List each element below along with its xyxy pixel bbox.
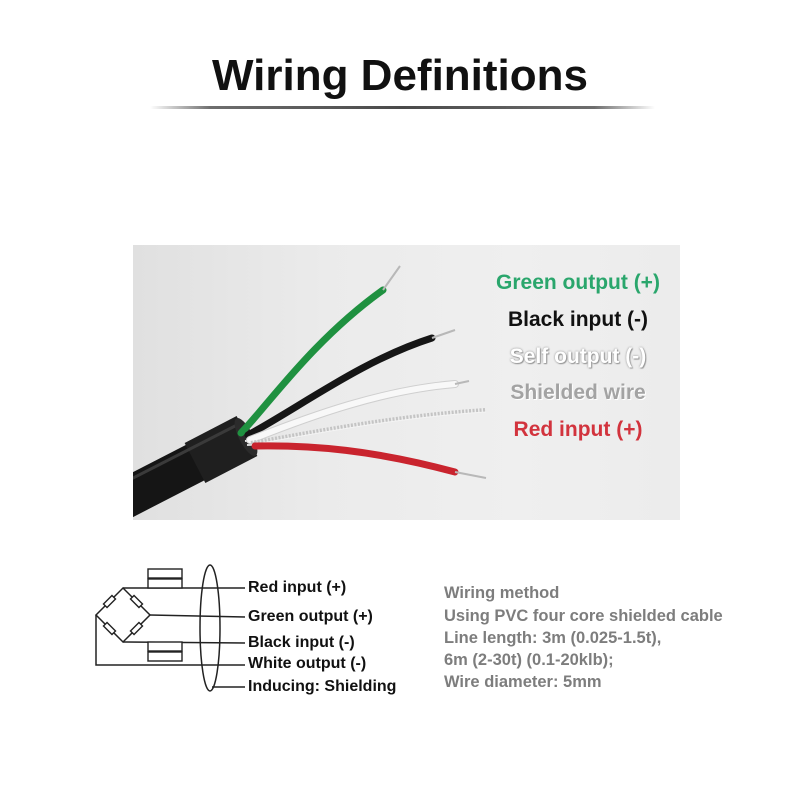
label-green-output: Green output (+) <box>496 271 660 294</box>
cable-highlight <box>133 423 239 480</box>
red-wire <box>251 442 459 476</box>
schematic-label-white-output: White output (-) <box>248 655 367 672</box>
wiring-method-length: Line length: 3m (0.025-1.5t), <box>444 629 662 647</box>
green-wire-conductor <box>382 265 401 291</box>
bridge-resistor-3 <box>129 621 144 636</box>
cable-illustration <box>133 265 487 518</box>
bridge-resistor-2 <box>129 594 144 609</box>
lead-white-output <box>95 615 245 666</box>
schematic-label-green-output: Green output (+) <box>248 608 373 625</box>
shield-wire <box>250 408 487 445</box>
shield-ellipse <box>199 564 221 692</box>
label-black-input: Black input (-) <box>508 308 648 331</box>
resistor-top-1 <box>147 568 183 579</box>
schematic-label-shielding: Inducing: Shielding <box>248 678 397 695</box>
bridge-resistor-4 <box>102 621 117 636</box>
black-wire-conductor <box>431 329 456 339</box>
lead-green-output <box>149 614 246 618</box>
wiring-method-cable: Using PVC four core shielded cable <box>444 607 723 625</box>
cable-sleeve <box>184 416 258 483</box>
shield-wire-sheen <box>250 411 487 446</box>
resistor-top-2 <box>147 578 183 589</box>
bridge-resistor-1 <box>102 594 117 609</box>
resistor-bottom-2 <box>147 651 183 662</box>
label-self-output: Self output (-) <box>509 345 647 368</box>
red-wire-conductor <box>454 471 487 479</box>
resistor-bottom-1 <box>147 641 183 652</box>
bridge-schematic <box>94 564 246 692</box>
white-wire-conductor <box>454 380 470 385</box>
wiring-method-length-2: 6m (2-30t) (0.1-20klb); <box>444 651 614 669</box>
wiring-method-diameter: Wire diameter: 5mm <box>444 673 602 691</box>
title-underline <box>150 106 655 109</box>
schematic-label-red-input: Red input (+) <box>248 579 347 596</box>
white-wire <box>247 381 458 443</box>
black-wire <box>244 334 436 439</box>
schematic-label-black-input: Black input (-) <box>248 634 355 651</box>
cable-photo: Green output (+) Black input (-) Self ou… <box>133 245 680 520</box>
label-shielded-wire: Shielded wire <box>510 381 646 404</box>
label-red-input: Red input (+) <box>513 418 643 441</box>
page-title: Wiring Definitions <box>211 51 589 100</box>
bridge-diamond <box>94 586 152 644</box>
lead-black-input <box>122 641 246 644</box>
wiring-method-heading: Wiring method <box>444 584 560 602</box>
green-wire <box>237 286 387 437</box>
